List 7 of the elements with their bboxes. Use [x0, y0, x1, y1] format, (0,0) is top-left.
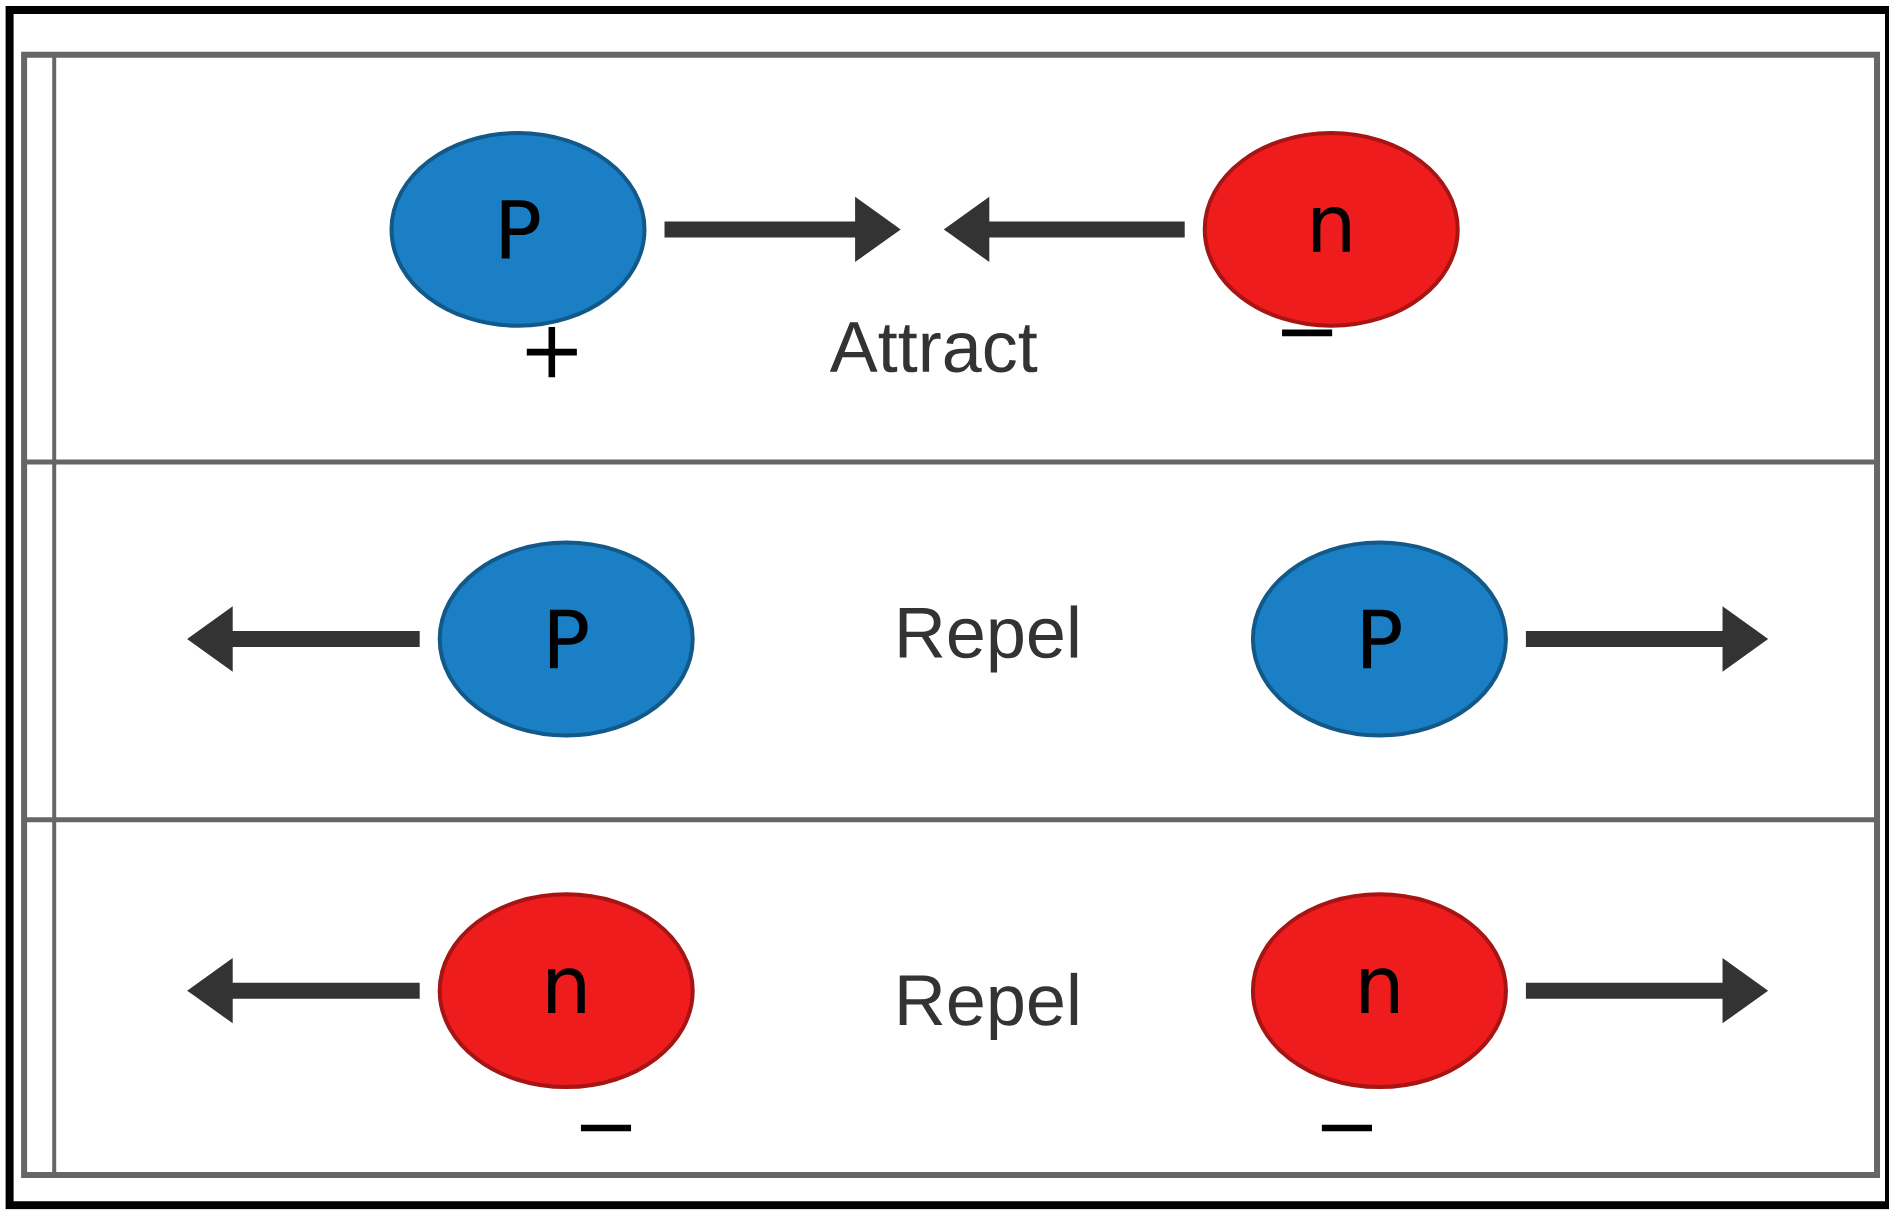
force-label: Repel	[899, 605, 1078, 673]
charge-sign: −	[1321, 1124, 1372, 1132]
charge-sign: +	[526, 327, 577, 378]
force-label: Attract	[829, 322, 1038, 373]
force-label: Repel	[899, 972, 1078, 1040]
charge-sign: −	[580, 1124, 632, 1132]
charge-sign: −	[1282, 329, 1333, 337]
